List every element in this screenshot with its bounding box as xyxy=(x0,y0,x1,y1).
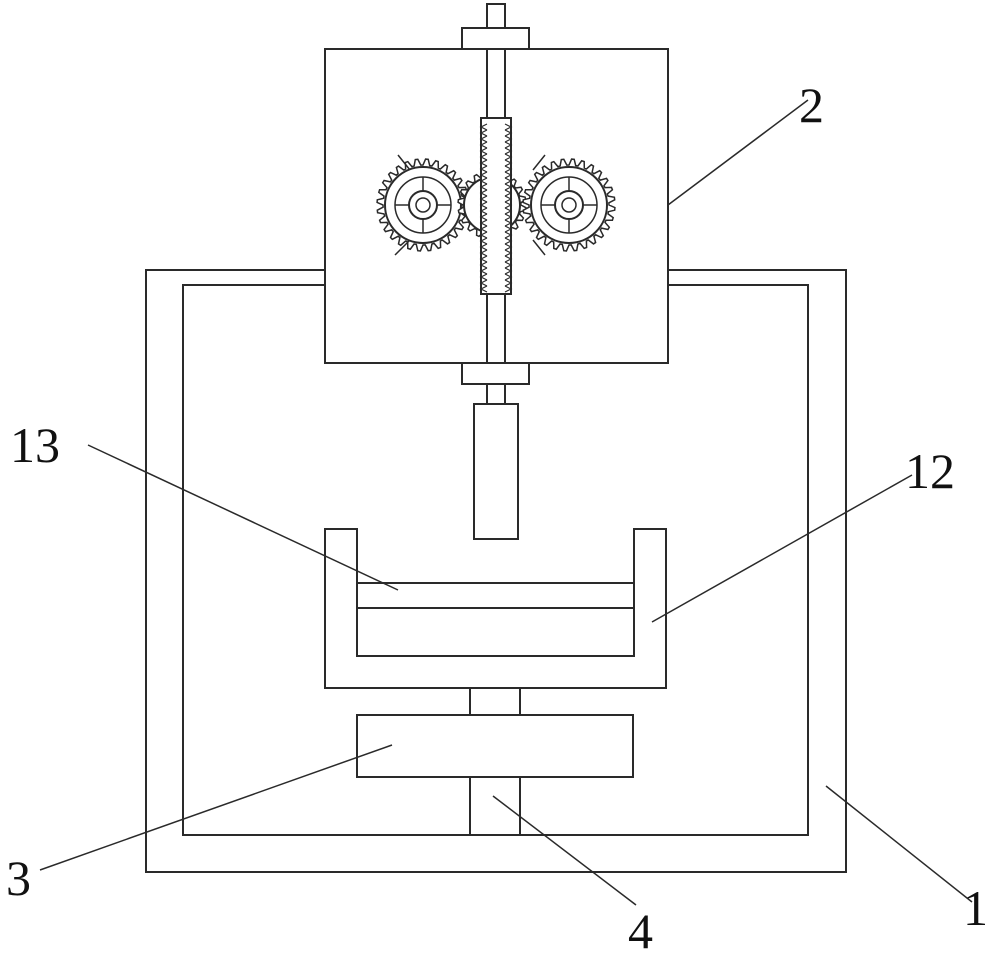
leader-line-1 xyxy=(825,785,973,903)
leader-line-3 xyxy=(39,744,393,871)
rack-teeth xyxy=(479,123,513,293)
rack-tooth xyxy=(504,123,513,131)
rack-tooth xyxy=(504,159,513,167)
rack-tooth xyxy=(479,213,488,221)
rack-tooth xyxy=(479,147,488,155)
rack-tooth xyxy=(504,135,513,143)
rack-tooth xyxy=(479,129,488,137)
callout-1: 1 xyxy=(963,880,988,936)
rack-tooth xyxy=(479,279,488,287)
rack-tooth xyxy=(504,255,513,263)
support-column xyxy=(469,776,521,836)
rack-tooth xyxy=(479,267,488,275)
lower-block xyxy=(356,714,634,778)
rack-tooth xyxy=(504,237,513,245)
rack-tooth xyxy=(479,201,488,209)
rack-tooth xyxy=(504,183,513,191)
rack-tooth xyxy=(504,201,513,209)
rack-tooth xyxy=(504,195,513,203)
tray-slab xyxy=(356,607,635,657)
leader-line-12 xyxy=(651,474,913,623)
leader-line-2 xyxy=(667,99,809,206)
rack-tooth xyxy=(479,243,488,251)
upper-column xyxy=(469,687,521,716)
rack-tooth xyxy=(479,153,488,161)
callout-4: 4 xyxy=(628,903,653,958)
callout-13: 13 xyxy=(10,417,60,473)
rack-tooth xyxy=(479,249,488,257)
callout-2: 2 xyxy=(799,77,824,133)
rack-tooth xyxy=(479,207,488,215)
shaft-top-collar xyxy=(461,27,530,50)
rack-tooth xyxy=(479,237,488,245)
rack-tooth xyxy=(504,213,513,221)
rack-tooth xyxy=(479,177,488,185)
rack-tooth xyxy=(504,261,513,269)
rack-tooth xyxy=(479,273,488,281)
rack-tooth xyxy=(479,183,488,191)
rack-tooth xyxy=(479,165,488,173)
rack-tooth xyxy=(504,267,513,275)
rack-tooth xyxy=(504,129,513,137)
rack-tooth xyxy=(504,285,513,293)
rack-tooth xyxy=(504,153,513,161)
rack-tooth xyxy=(504,147,513,155)
callout-3: 3 xyxy=(6,850,31,906)
rack-tooth xyxy=(504,279,513,287)
right-gear xyxy=(522,154,616,256)
leader-line-4 xyxy=(492,795,637,906)
rack-tooth xyxy=(479,141,488,149)
rack-tooth xyxy=(504,189,513,197)
shaft-lower-segment xyxy=(486,293,506,364)
rack-tooth xyxy=(504,225,513,233)
rack-tooth xyxy=(479,195,488,203)
rack-tooth xyxy=(479,123,488,131)
plate xyxy=(356,582,635,609)
rack-tooth xyxy=(504,141,513,149)
press-cylinder xyxy=(473,403,519,540)
leader-line-13 xyxy=(87,444,399,591)
rack-tooth xyxy=(504,231,513,239)
rack-tooth xyxy=(504,171,513,179)
rack-tooth xyxy=(479,255,488,263)
rack-tooth xyxy=(479,171,488,179)
rack-tooth xyxy=(479,231,488,239)
callout-12: 12 xyxy=(905,443,955,499)
rack-tooth xyxy=(504,273,513,281)
shaft-bottom-collar xyxy=(461,362,530,385)
rack-tooth xyxy=(504,219,513,227)
rack-tooth xyxy=(479,189,488,197)
rack-tooth xyxy=(504,207,513,215)
rack-tooth xyxy=(479,261,488,269)
shaft-link xyxy=(486,383,506,405)
rack-tooth xyxy=(479,219,488,227)
rack-tooth xyxy=(479,159,488,167)
rack-tooth xyxy=(504,165,513,173)
rack-tooth xyxy=(504,249,513,257)
rack-tooth xyxy=(504,177,513,185)
rack-tooth xyxy=(479,285,488,293)
rack-tooth xyxy=(504,243,513,251)
shaft-top-cap xyxy=(486,3,506,29)
rack-tooth xyxy=(479,135,488,143)
rack-tooth xyxy=(479,225,488,233)
left-gear xyxy=(376,154,470,256)
